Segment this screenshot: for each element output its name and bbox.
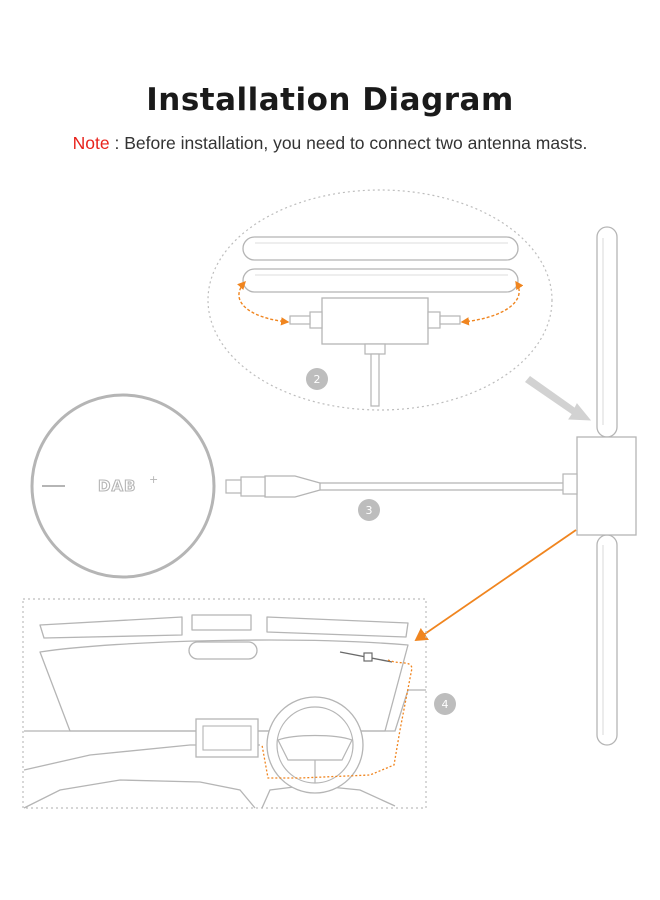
assembled-antenna (562, 226, 637, 746)
antenna-cable: 3 (225, 475, 563, 521)
note-text: Before installation, you need to connect… (124, 133, 588, 153)
dab-plus-sign: + (149, 473, 158, 486)
step-4-badge (434, 693, 456, 715)
page-title: Installation Diagram (146, 82, 514, 118)
antenna-amplifier-box (576, 436, 637, 536)
antenna-mast-upper (242, 236, 519, 261)
antenna-mast-lower (242, 268, 519, 293)
right-mast-arrow (460, 280, 524, 326)
car-interior: 4 (22, 598, 456, 809)
step-2-badge (306, 368, 328, 390)
note-label: Note (72, 133, 110, 153)
steering-wheel (266, 696, 364, 794)
receiver-body (30, 393, 216, 579)
mast-connection-detail: 2 (207, 189, 553, 411)
dab-logo: DAB (98, 477, 137, 495)
windshield (39, 639, 409, 732)
step-2-label: 2 (314, 373, 321, 386)
left-mast-arrow (237, 280, 290, 326)
step-3-badge (358, 499, 380, 521)
antenna-mast-bottom (596, 534, 618, 746)
note-separator: : (109, 133, 125, 153)
step-4-label: 4 (442, 698, 449, 711)
mounting-arrow (414, 529, 577, 642)
step-3-label: 3 (366, 504, 373, 517)
amplifier-box-detail (321, 297, 429, 345)
installation-note: Note : Before installation, you need to … (0, 133, 660, 154)
dab-receiver: DAB + (30, 393, 216, 579)
antenna-mast-top (596, 226, 618, 438)
car-interior-frame (22, 598, 427, 809)
rear-view-mirror (188, 641, 258, 660)
detail-callout-bubble (207, 189, 553, 411)
